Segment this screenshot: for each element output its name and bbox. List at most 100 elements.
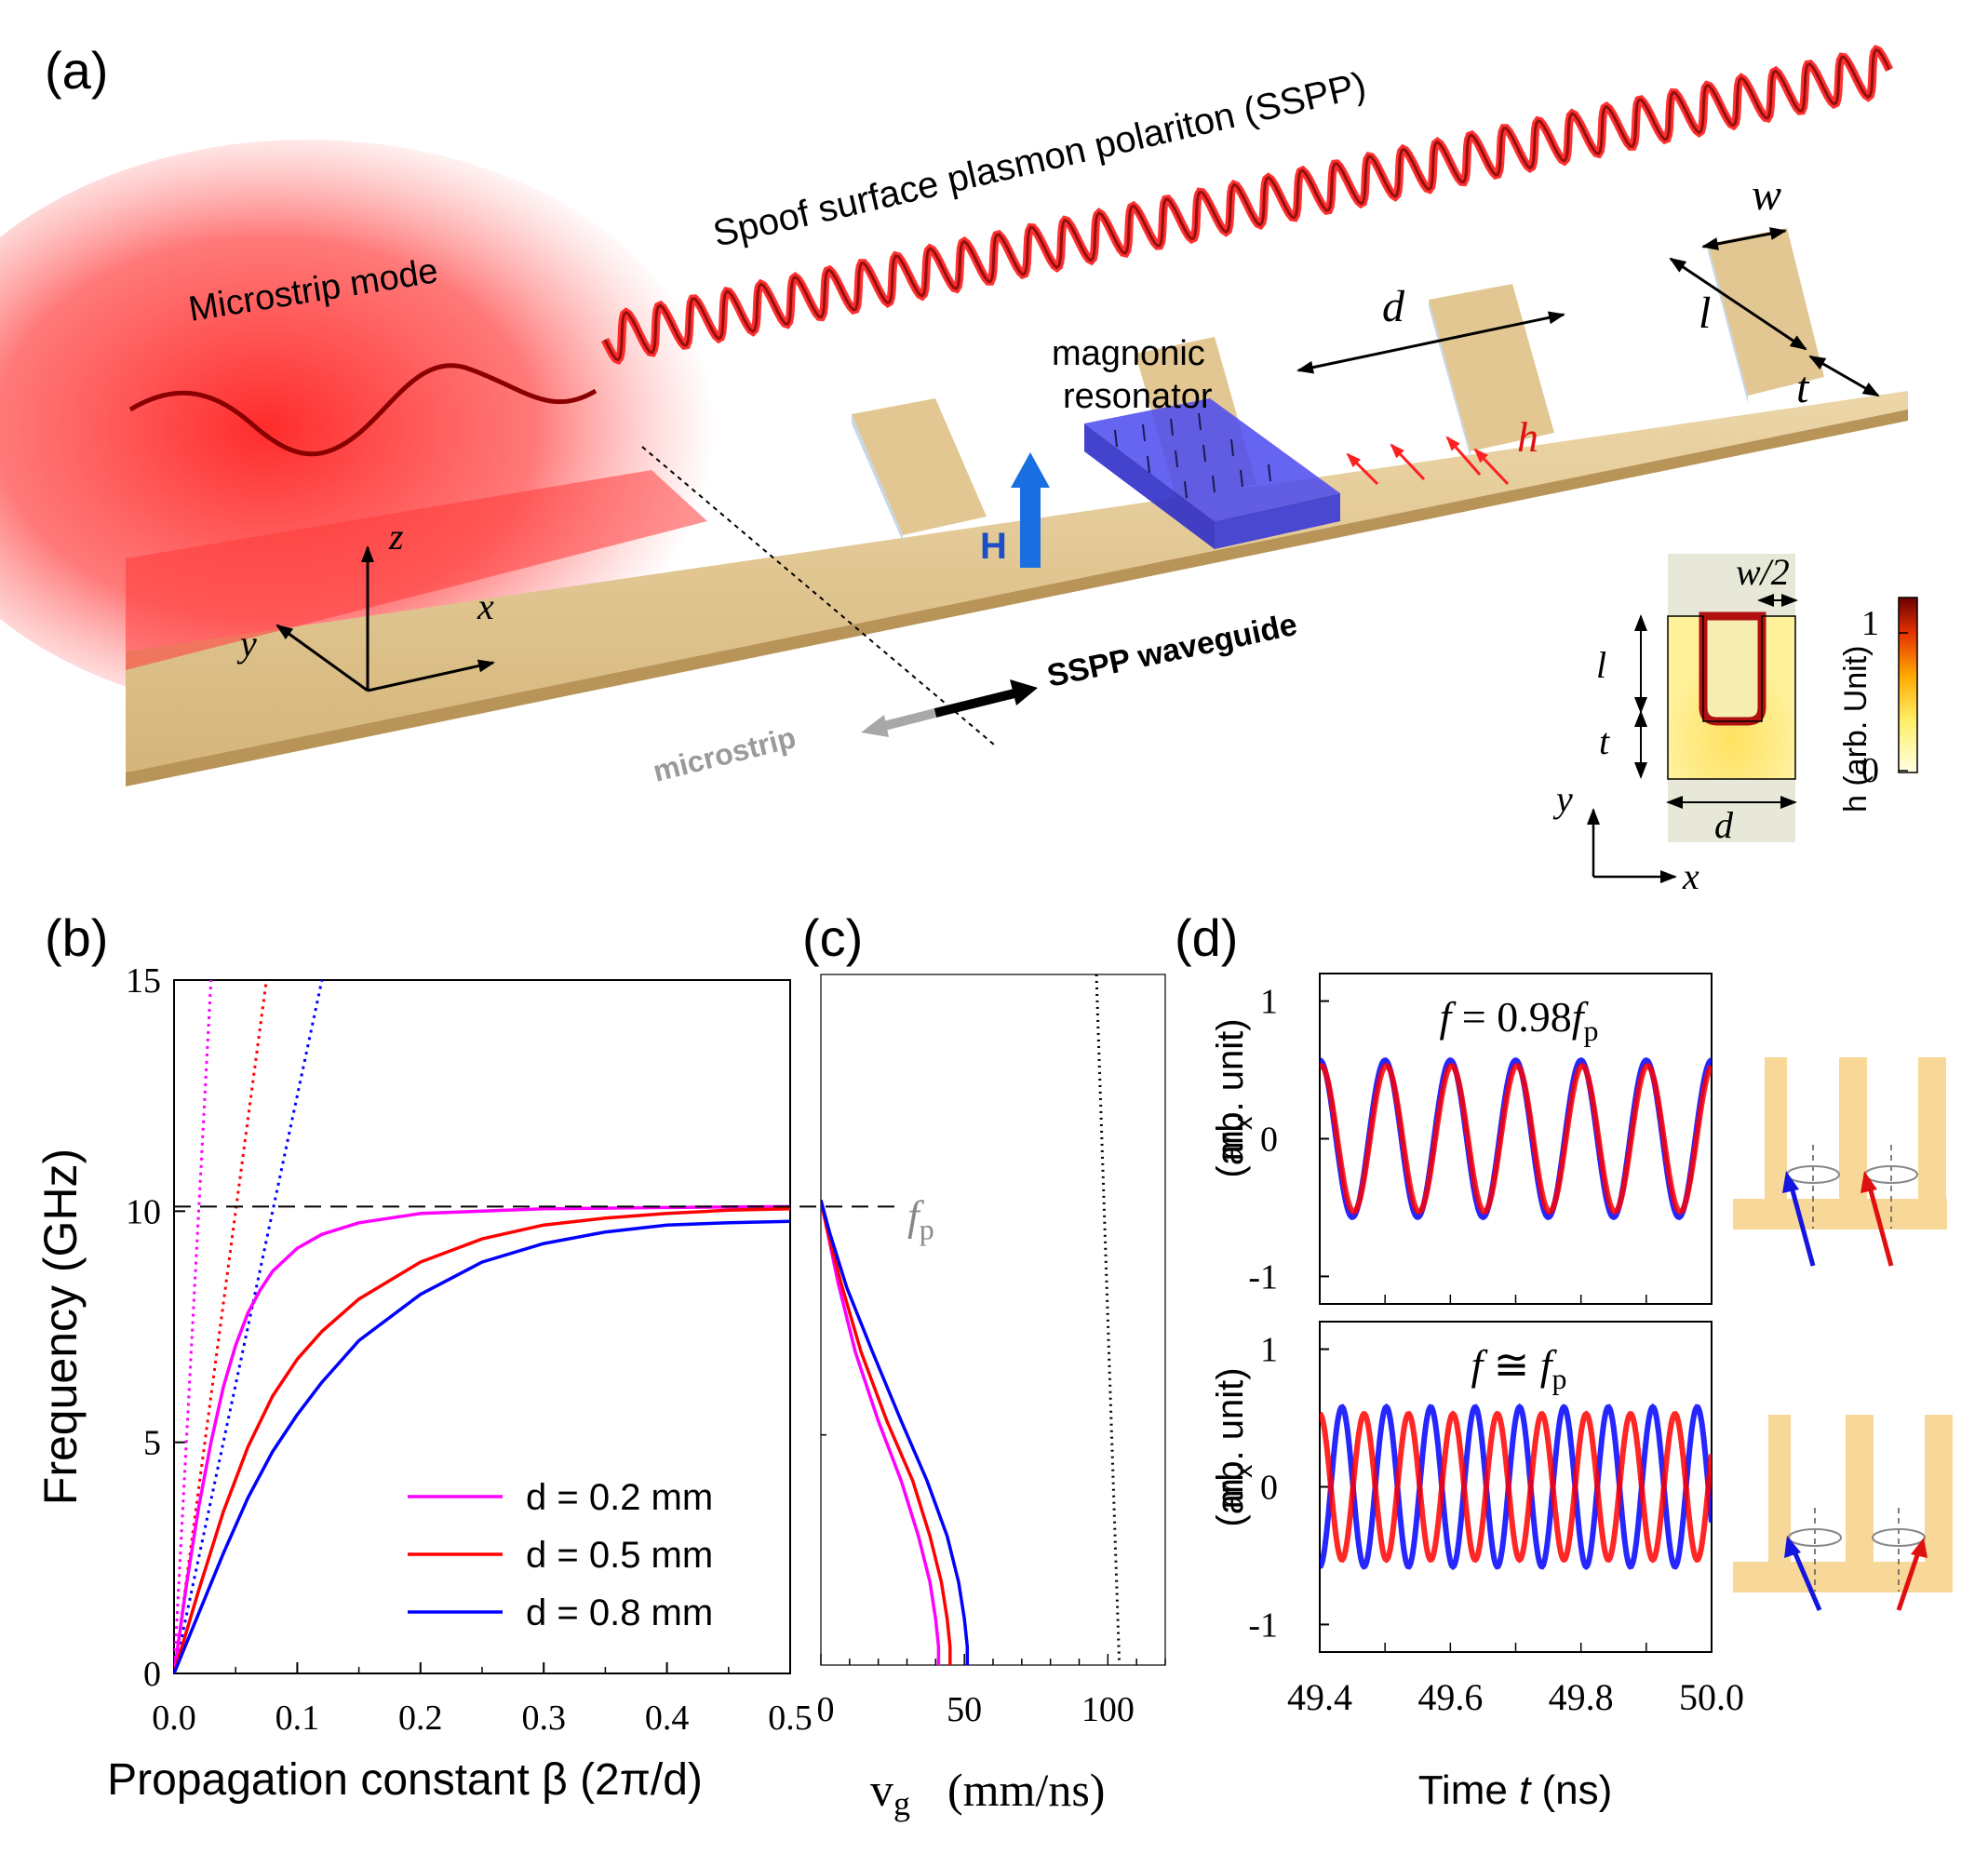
series-line (821, 1200, 952, 1665)
plot-area (1320, 1403, 1712, 1571)
series-line (821, 1199, 970, 1665)
sketch-finger (1925, 1415, 1953, 1578)
sspp-wave-core (603, 47, 1891, 362)
tooth-1-side (852, 414, 903, 542)
y-axis-label-symbol: mx (1210, 1116, 1258, 1161)
strip-glow (126, 470, 707, 670)
H-field-arrow (1011, 452, 1050, 568)
spin-arrow-red (1865, 1179, 1894, 1267)
y-tick-label: 1 (1260, 1331, 1278, 1370)
series-line (174, 1204, 790, 1673)
waveguide-strip (126, 391, 1908, 772)
H-label: H (980, 526, 1007, 567)
resonator-top (1084, 398, 1340, 521)
y-tick-label: 0 (1260, 1469, 1278, 1508)
sketch-finger (1765, 1057, 1787, 1206)
transition-boundary (641, 446, 995, 746)
x-tick-label: 0.3 (521, 1699, 566, 1738)
panel-label-a: (a) (45, 41, 108, 100)
plot-area (174, 980, 790, 1673)
x-tick-label: 100 (1081, 1690, 1135, 1729)
inset-t-label: t (1599, 720, 1610, 762)
axis-x-label: x (477, 585, 494, 627)
colorbar (1898, 597, 1918, 773)
resonator-label-line2: resonator (1063, 377, 1213, 416)
x-axis-label-symbol: vg (870, 1764, 910, 1822)
spin-arrow-red (1896, 1546, 1923, 1611)
plot-area (1320, 1057, 1712, 1221)
h-label: h (1517, 413, 1538, 461)
series-line (1320, 1403, 1712, 1571)
chart-d-top: 10-1mx(arb. unit)f = 0.98fp (1210, 973, 1713, 1305)
x-axis-label: Propagation constant β (2π/d) (107, 1755, 703, 1805)
x-tick-label: 0.2 (398, 1699, 443, 1738)
inset-groove (1699, 611, 1766, 726)
tooth-1 (852, 398, 987, 535)
spin-arrow-blue (1789, 1544, 1822, 1611)
sketch-finger (1839, 1057, 1867, 1206)
y-tick-label: 0 (1260, 1121, 1278, 1160)
x-tick-label: 0.4 (645, 1699, 690, 1738)
dim-l-arrow (1669, 257, 1807, 351)
y-axis-label: Frequency (GHz) (34, 1149, 87, 1505)
resonator-side (1215, 493, 1340, 549)
dim-d-label: d (1382, 282, 1405, 331)
y-tick-label: 15 (126, 961, 161, 1001)
field-inset: w/2 l t d y x 1 0 h (arb. Unit) (1552, 551, 1918, 897)
resonator-front (1084, 423, 1215, 549)
panel-label-d: (d) (1175, 908, 1238, 967)
sketch-finger (1846, 1415, 1874, 1578)
panel-label-b: (b) (45, 908, 108, 967)
x-tick-label: 49.8 (1549, 1676, 1614, 1718)
dim-w-label: w (1752, 170, 1781, 220)
plot-area (821, 974, 1122, 1665)
resonator-label-line1: magnonic (1052, 334, 1205, 373)
x-axis-label-unit: (mm/ns) (947, 1764, 1105, 1816)
x-tick-label: 49.6 (1417, 1676, 1483, 1718)
spin-arrows (1114, 412, 1271, 499)
y-tick-label: 5 (143, 1424, 161, 1463)
y-tick-label: -1 (1248, 1257, 1278, 1296)
legend-label: d = 0.2 mm (526, 1477, 713, 1518)
colorbar-min-label: 0 (1861, 751, 1879, 790)
y-tick-label: 0 (143, 1655, 161, 1694)
x-tick-label: 50.0 (1679, 1676, 1744, 1718)
microstrip-label: microstrip (650, 720, 799, 788)
annotation: f = 0.98fp (1439, 993, 1598, 1047)
axis-z-label: z (388, 516, 404, 558)
d-sketch-bottom (1733, 1415, 1953, 1611)
schematic: Microstrip mode Spoof surface plasmon po… (0, 44, 1908, 788)
dim-l-label: l (1699, 289, 1711, 338)
panel-label-c: (c) (802, 908, 863, 967)
series-line (174, 1207, 790, 1673)
dim-w-arrow (1701, 227, 1787, 250)
x-tick-label: 0.1 (275, 1699, 320, 1738)
x-tick-label: 0.0 (152, 1699, 196, 1738)
series-line (821, 1200, 941, 1665)
plot-frame (820, 974, 1166, 1666)
sketch-finger (1918, 1057, 1946, 1206)
inset-axis-x-label: x (1682, 855, 1699, 897)
sspp-direction-arrow (934, 679, 1038, 718)
d-sketch-top (1733, 1057, 1947, 1267)
series-line (1320, 1410, 1712, 1564)
dim-d-arrow (1296, 311, 1565, 374)
inset-axis-y-label: y (1552, 778, 1573, 820)
inset-l-label: l (1596, 644, 1606, 686)
x-tick-label: 49.4 (1287, 1676, 1352, 1718)
light-line (174, 980, 324, 1673)
spin-arrow-blue (1787, 1179, 1816, 1267)
light-line (174, 980, 268, 1673)
y-tick-label: 10 (126, 1192, 161, 1231)
microstrip-direction-arrow (861, 708, 937, 737)
colorbar-max-label: 1 (1861, 604, 1879, 643)
series-line (1320, 1062, 1712, 1216)
y-tick-label: 1 (1260, 983, 1278, 1022)
light-line (1095, 974, 1122, 1665)
y-tick-label: -1 (1248, 1605, 1278, 1645)
sketch-base (1733, 1199, 1947, 1229)
fp-label: fp (907, 1191, 934, 1245)
series-line (1320, 1057, 1712, 1221)
